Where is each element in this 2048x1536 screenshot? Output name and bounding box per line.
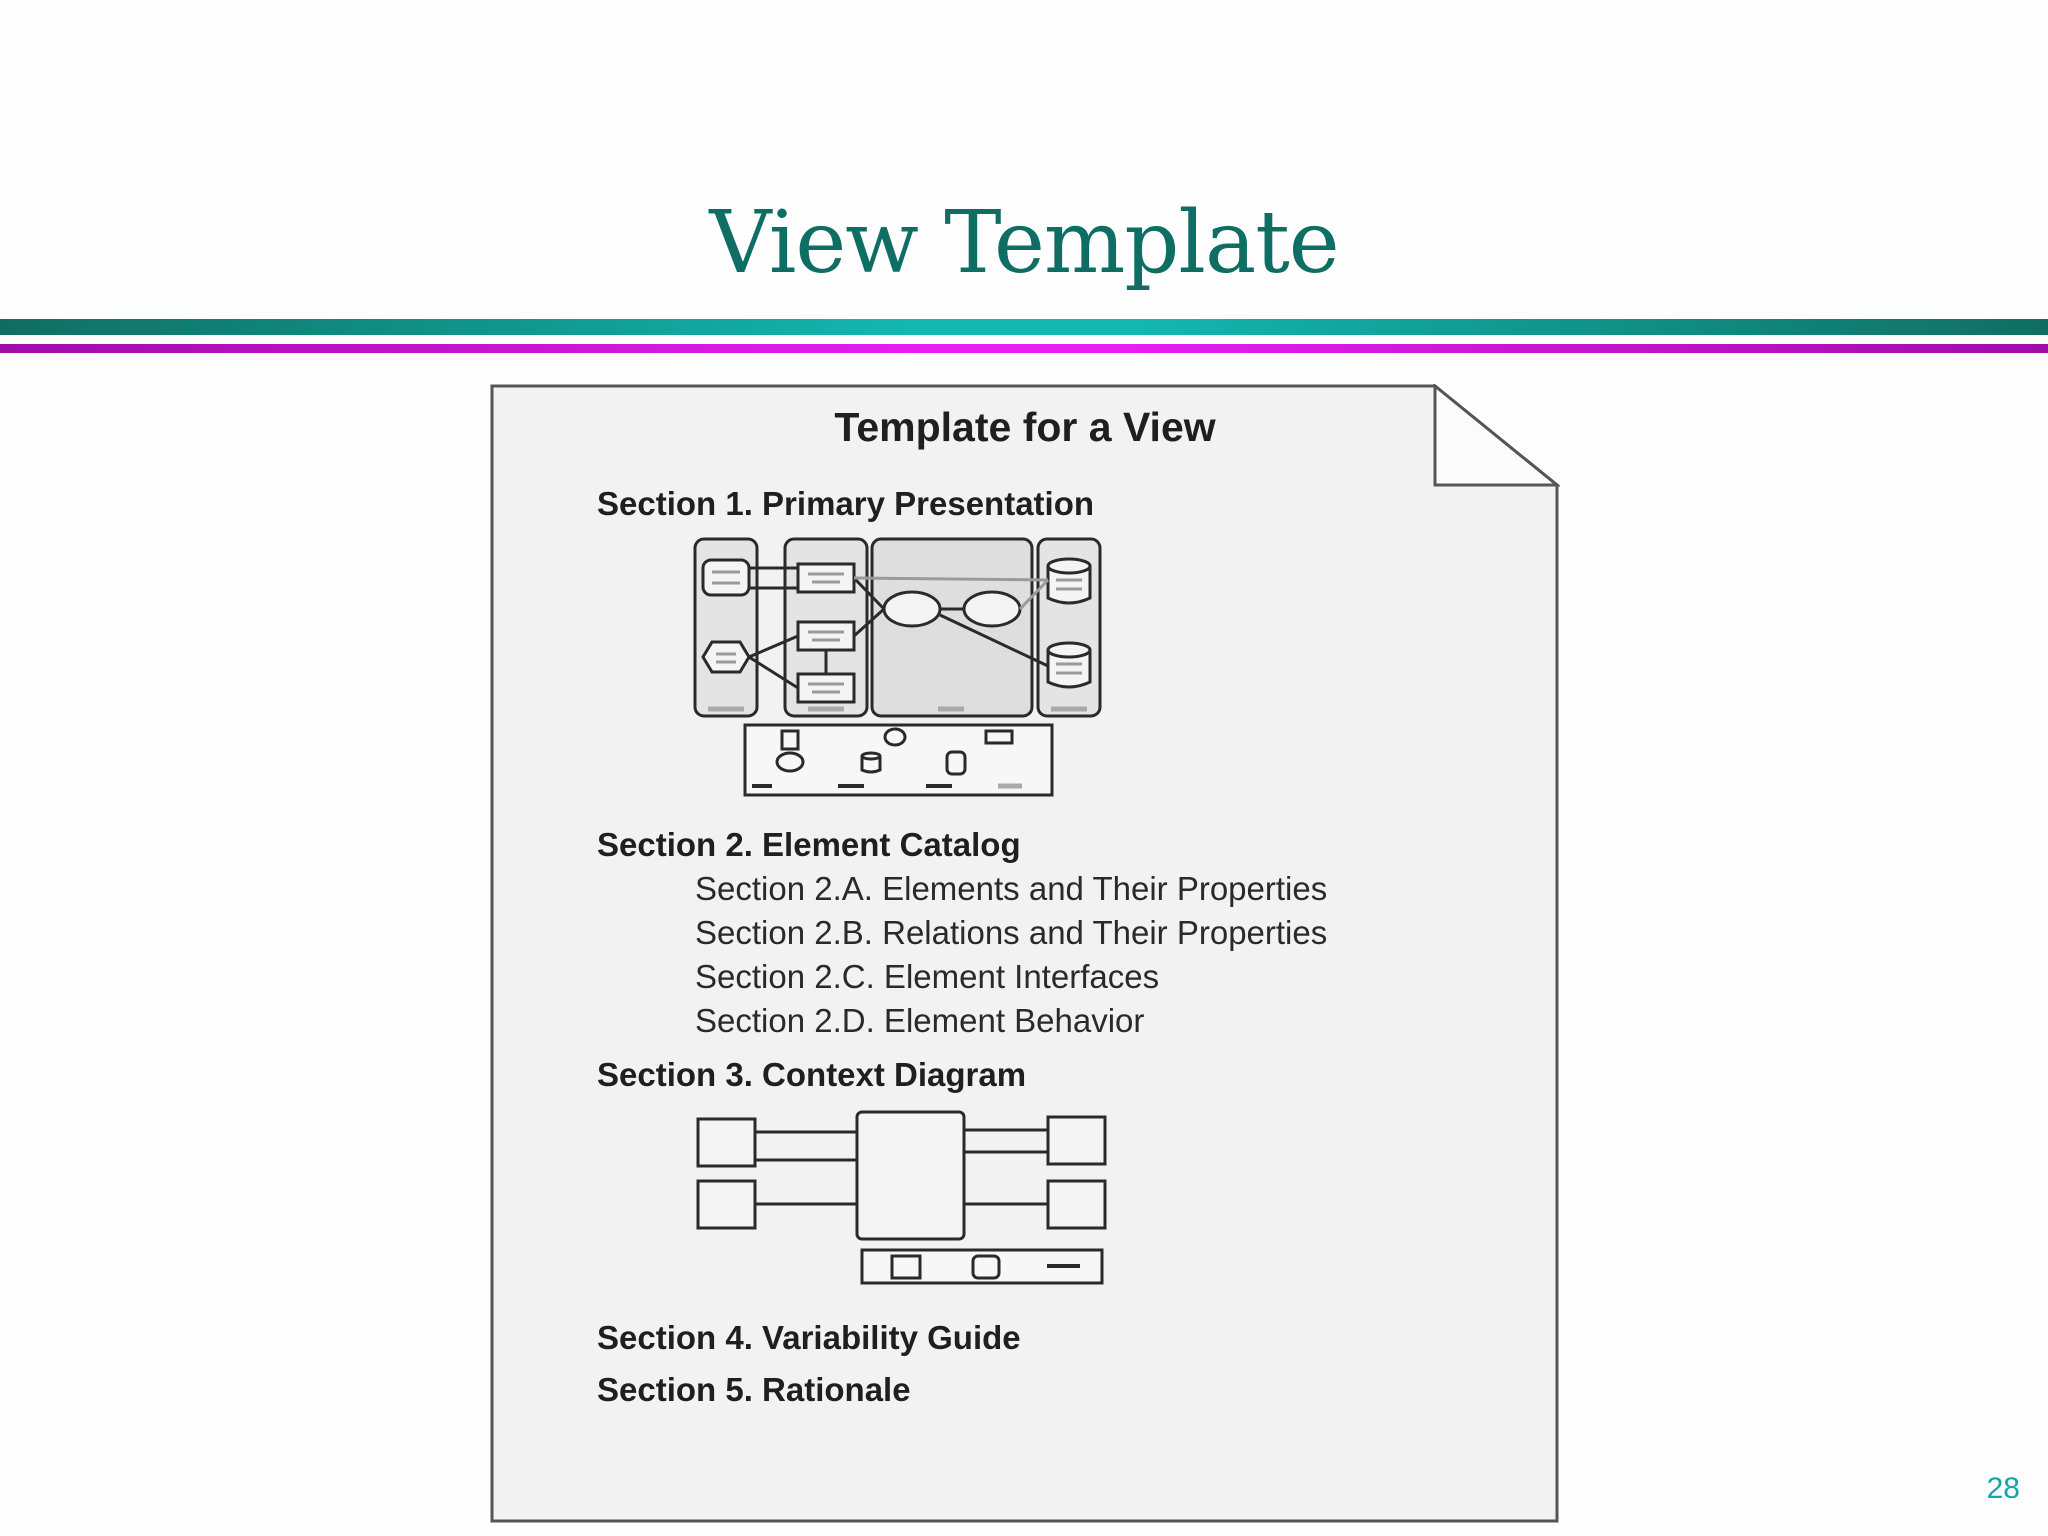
section-1-primary-presentation: Section 1. Primary Presentation [597,485,1095,522]
title-rule-magenta [0,344,2048,353]
folded-corner [1433,384,1560,487]
section-3-context-diagram: Section 3. Context Diagram [597,1056,1027,1093]
section-2c-interfaces: Section 2.C. Element Interfaces [695,958,1160,995]
primary-presentation-diagram [693,537,1102,718]
slide-number: 28 [1986,1472,2020,1505]
section-4-variability-guide: Section 4. Variability Guide [597,1319,1021,1356]
title-rule-teal [0,319,2048,335]
primary-presentation-key [743,723,1054,797]
context-diagram [696,1110,1107,1285]
slide-title: View Template [709,193,1339,293]
section-2b-relations: Section 2.B. Relations and Their Propert… [695,914,1328,951]
document-illustration [490,384,1560,1523]
section-2-element-catalog: Section 2. Element Catalog [597,826,1021,863]
section-2d-behavior: Section 2.D. Element Behavior [695,1002,1145,1039]
view-template-document: Template for a View Section 1. Primary P… [490,384,1560,1524]
section-5-rationale: Section 5. Rationale [597,1371,911,1408]
section-2a-elements: Section 2.A. Elements and Their Properti… [695,870,1328,907]
document-heading: Template for a View [834,404,1216,450]
